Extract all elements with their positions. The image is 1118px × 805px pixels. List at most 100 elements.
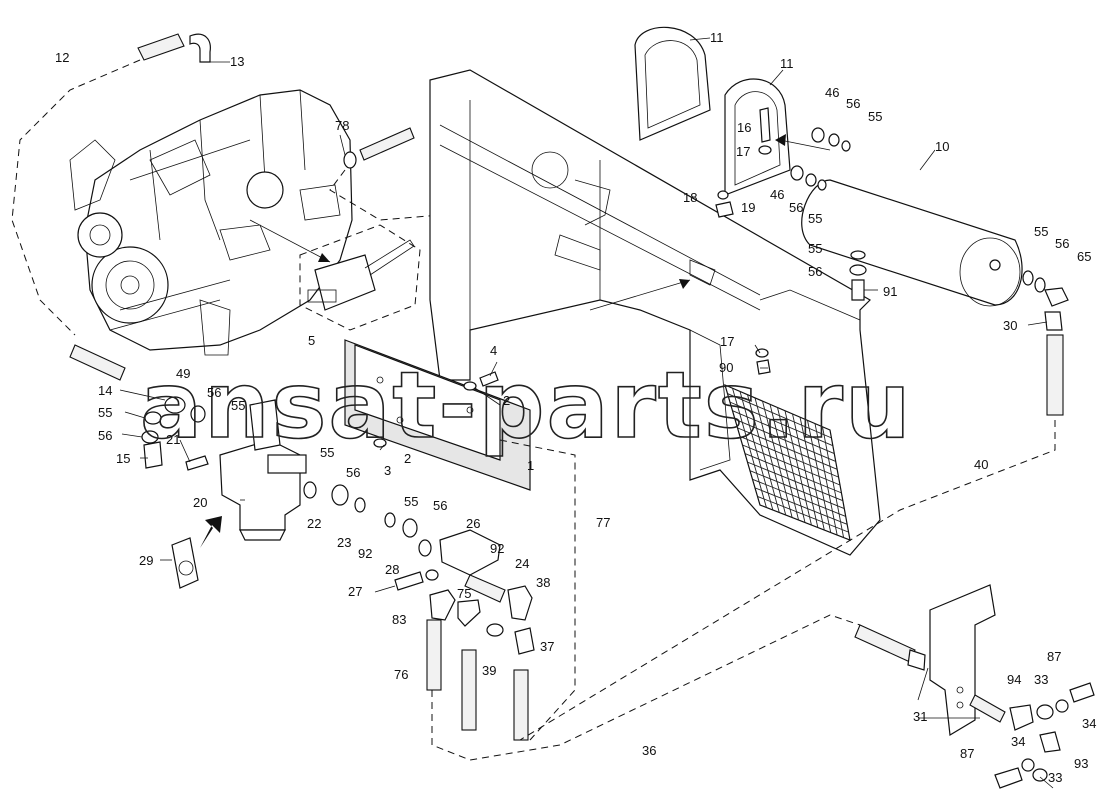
callout-23: 23 [337,535,351,550]
callout-12: 12 [55,50,69,65]
callout-56g: 56 [1055,236,1069,251]
callout-21: 21 [166,432,180,447]
callout-11a: 11 [710,30,724,45]
callout-77: 77 [596,515,610,530]
callout-20: 20 [193,495,207,510]
callout-55d: 55 [404,494,418,509]
callout-4: 4 [490,343,497,358]
valve-arrow [249,219,331,263]
callout-30: 30 [1003,318,1017,333]
tank-fittings-top [790,127,851,191]
callout-33b: 33 [1048,770,1062,785]
callout-49: 49 [176,366,190,381]
plate-1 [344,339,531,491]
washer-2 [463,381,477,391]
dashed-line-36 [431,614,861,761]
leader-lines [119,37,1054,789]
hose-78 [359,127,415,161]
callout-55f: 55 [808,211,822,226]
callout-55e: 55 [868,109,882,124]
callout-56d: 56 [433,498,447,513]
pointer-arrow-tank [779,139,831,151]
washer-17-top [758,145,772,155]
hose-24 [464,574,506,603]
callout-83: 83 [392,612,406,627]
callout-15: 15 [116,451,130,466]
callout-56f: 56 [789,200,803,215]
callout-26: 26 [466,516,480,531]
dashed-line-12 [11,59,141,336]
grille-line [752,478,846,517]
grille-line [754,487,848,525]
hose-31-upper [854,624,916,663]
grille-line [747,461,844,502]
callout-90: 90 [719,360,733,375]
bracket-29 [171,537,199,589]
tee-37 [514,627,535,655]
washer-3 [373,438,387,448]
elbow-83 [429,589,456,621]
hose-14 [69,344,126,381]
tee-94 [1009,704,1034,731]
valve-block-5 [299,224,421,331]
straps-11 [634,26,791,196]
callout-5: 5 [308,333,315,348]
callout-94: 94 [1007,672,1021,687]
callout-38: 38 [536,575,550,590]
nut-19 [715,201,734,218]
grille-line [744,453,842,494]
callout-65: 65 [1077,249,1091,264]
callout-22: 22 [307,516,321,531]
bolt-4 [479,371,499,387]
callout-17a: 17 [736,144,750,159]
callout-39: 39 [482,663,496,678]
callout-55g: 55 [808,241,822,256]
washer-28 [425,569,439,581]
grille-line [814,423,838,536]
callout-13: 13 [230,54,244,69]
callout-92a: 92 [358,546,372,561]
grille-line [742,444,841,486]
dashed-line-77 [499,439,576,741]
callout-92b: 92 [490,541,504,556]
callout-46b: 46 [770,187,784,202]
callout-56c: 56 [346,465,360,480]
callout-36: 36 [642,743,656,758]
tee-75 [457,599,481,627]
callout-16: 16 [737,120,751,135]
callout-10: 10 [935,139,949,154]
callout-1: 1 [527,458,534,473]
callout-33a: 33 [1034,672,1048,687]
fitting-31 [907,649,926,671]
callout-18: 18 [683,190,697,205]
callout-78: 78 [335,118,349,133]
callout-56h: 56 [808,264,822,279]
fitting-91 [849,250,867,301]
grille-line [799,417,825,531]
bolt-27 [394,571,424,591]
nut-90 [756,359,771,375]
callout-91: 91 [883,284,897,299]
callout-46a: 46 [825,85,839,100]
elbow-38 [507,585,533,621]
callout-93: 93 [1074,756,1088,771]
dashed-line-40 [519,420,1056,741]
callout-55h: 55 [1034,224,1048,239]
callout-27: 27 [348,584,362,599]
callout-56a: 56 [207,385,221,400]
pointer-arrow-frame [589,279,691,311]
callout-55a: 55 [231,398,245,413]
grille-line [792,413,819,528]
bracket-26 [439,529,501,576]
callout-2b: 2 [404,451,411,466]
callout-11b: 11 [780,56,794,71]
filter-assembly-20 [219,399,307,541]
grille-line [807,420,832,533]
callout-3: 3 [384,463,391,478]
callout-87b: 87 [960,746,974,761]
callout-55b: 55 [98,405,112,420]
callout-17b: 17 [720,334,734,349]
washer-18 [717,190,729,200]
washer-row [303,481,432,557]
